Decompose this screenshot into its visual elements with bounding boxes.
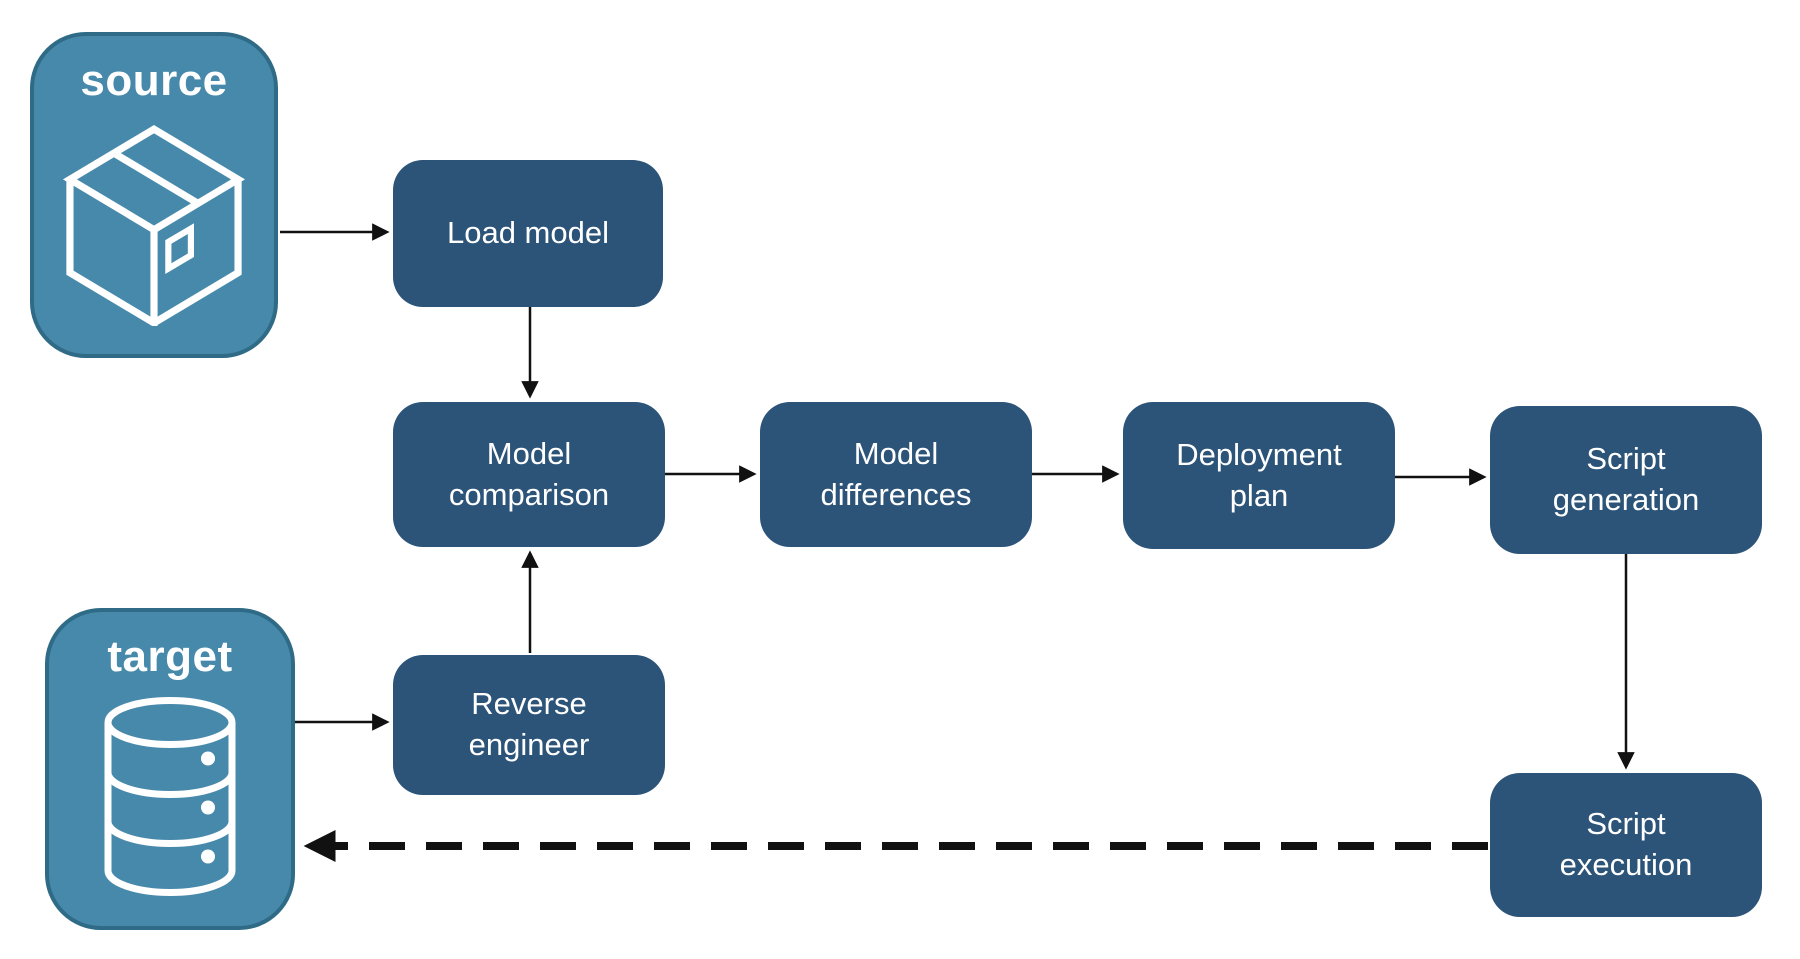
node-target: target xyxy=(45,608,295,930)
database-icon xyxy=(49,682,291,926)
source-label: source xyxy=(80,56,228,105)
target-label: target xyxy=(107,632,233,681)
node-script-generation: Script generation xyxy=(1490,406,1762,554)
model-differences-label: Model differences xyxy=(820,435,972,512)
reverse-engineer-label: Reverse engineer xyxy=(468,686,590,762)
node-reverse-engineer: Reverse engineer xyxy=(393,655,665,795)
deployment-plan-label: Deployment plan xyxy=(1176,436,1342,513)
model-comparison-label: Model comparison xyxy=(448,435,610,512)
package-icon xyxy=(34,106,274,354)
node-model-differences: Model differences xyxy=(760,402,1032,547)
node-script-execution: Script execution xyxy=(1490,773,1762,917)
node-load-model: Load model xyxy=(393,160,663,307)
node-deployment-plan: Deployment plan xyxy=(1123,402,1395,549)
script-execution-label: Script execution xyxy=(1559,806,1693,882)
node-model-comparison: Model comparison xyxy=(393,402,665,547)
script-generation-label: Script generation xyxy=(1552,441,1700,517)
load-model-label: Load model xyxy=(446,215,609,251)
node-source: source xyxy=(30,32,278,358)
